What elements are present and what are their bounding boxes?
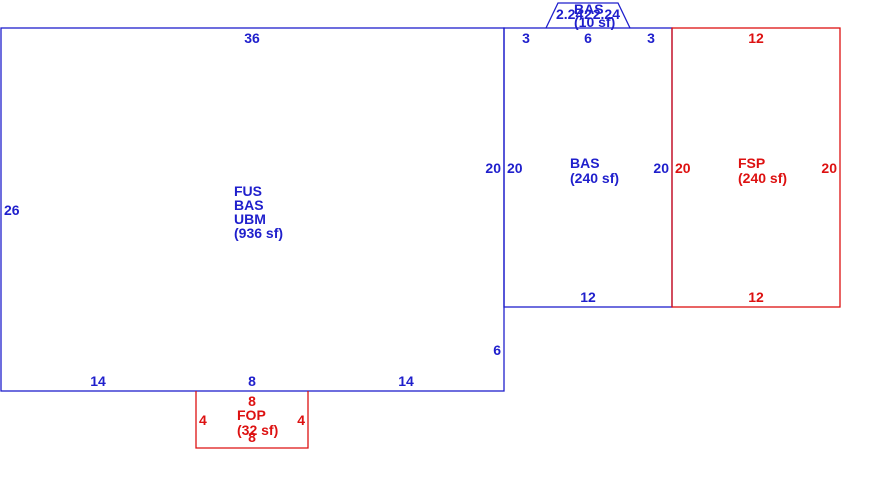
dim-fsp-bottom: 12 xyxy=(748,289,764,305)
dim-main-left: 26 xyxy=(4,202,20,218)
bas-area-label: BAS (240 sf) xyxy=(570,155,619,186)
dim-bas-top-mid: 6 xyxy=(584,30,592,46)
bay-area-label: BAS (10 sf) xyxy=(574,1,615,30)
dim-main-bottom-right: 14 xyxy=(398,373,414,389)
dim-bas-bottom: 12 xyxy=(580,289,596,305)
dim-fop-top: 8 xyxy=(248,393,256,409)
dim-main-bottom-mid: 8 xyxy=(248,373,256,389)
area-outlines xyxy=(0,2,841,449)
area-labels: FUS BAS UBM (936 sf) BAS (240 sf) FSP (2… xyxy=(234,1,787,438)
dim-bay-mid: 2 xyxy=(584,6,592,22)
dim-bay-left: 2.24 xyxy=(556,6,583,22)
dim-main-bottom-left: 14 xyxy=(90,373,106,389)
dim-fsp-right: 20 xyxy=(821,160,837,176)
fsp-area-outline xyxy=(671,27,841,308)
bay-area-outline xyxy=(545,2,631,29)
dim-bas-top-left: 3 xyxy=(522,30,530,46)
dim-bas-top-right: 3 xyxy=(647,30,655,46)
dim-main-right-lower: 6 xyxy=(493,342,501,358)
dim-fop-right: 4 xyxy=(297,412,305,428)
dim-bay-right: 2.24 xyxy=(593,6,620,22)
dim-fop-bottom: 8 xyxy=(248,429,256,445)
fop-area-outline xyxy=(195,391,309,449)
main-area-label: FUS BAS UBM (936 sf) xyxy=(234,183,283,241)
fsp-area-label: FSP (240 sf) xyxy=(738,155,787,186)
dim-bas-right: 20 xyxy=(653,160,669,176)
dim-fsp-top: 12 xyxy=(748,30,764,46)
dim-bas-left: 20 xyxy=(507,160,523,176)
dim-main-right: 20 xyxy=(485,160,501,176)
dim-fsp-left: 20 xyxy=(675,160,691,176)
dimension-labels: 36 26 20 6 14 8 14 3 6 3 20 20 12 12 20 … xyxy=(4,6,837,445)
dim-main-top: 36 xyxy=(244,30,260,46)
fop-area-label: FOP (32 sf) xyxy=(237,407,278,438)
dim-fop-left: 4 xyxy=(199,412,207,428)
